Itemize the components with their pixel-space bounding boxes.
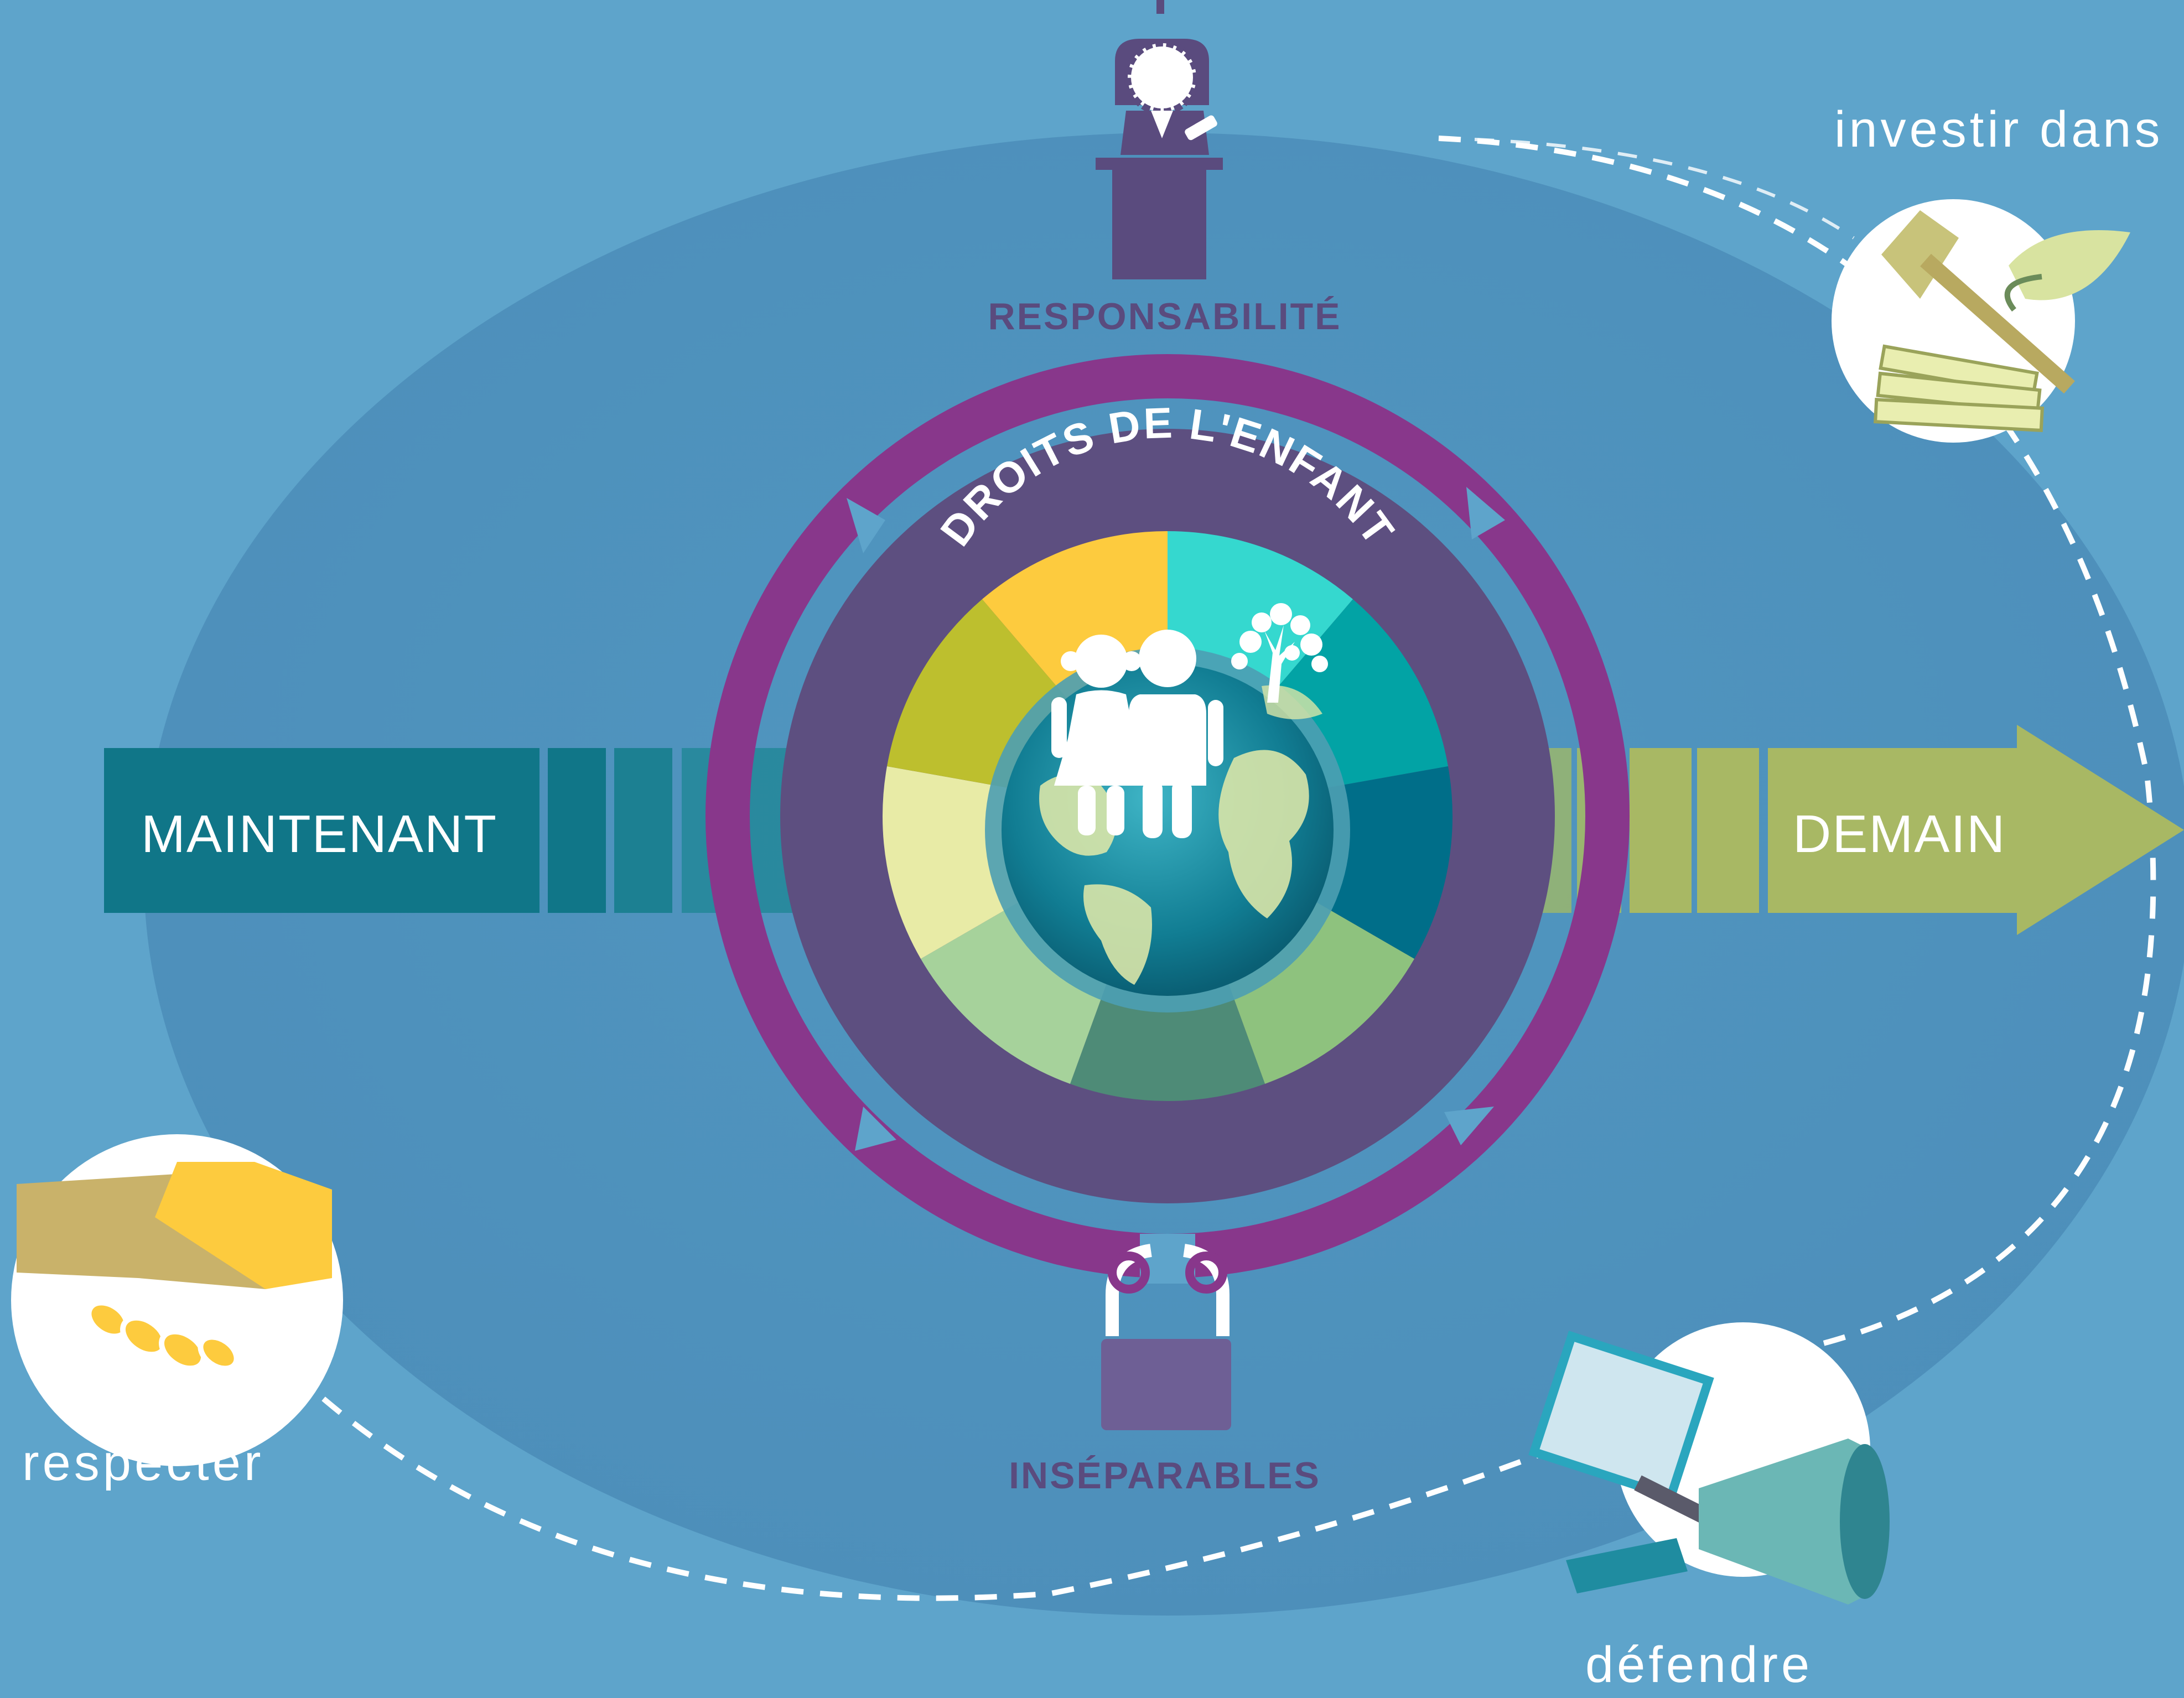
tree-icon — [1231, 603, 1328, 703]
inseparables-label: INSÉPARABLES — [1009, 1455, 1321, 1497]
padlock-icon — [1101, 1244, 1231, 1430]
responsabilite-label: RESPONSABILITÉ — [988, 295, 1342, 337]
judge-icon — [1096, 0, 1223, 279]
maintenant-arrow: MAINTENANT — [104, 748, 792, 913]
invest-label: investir dans — [1834, 101, 2163, 158]
orbit-dashed-path-top — [1438, 137, 1855, 240]
hammer-seedling-money-icon — [1832, 199, 2130, 443]
demain-label: DEMAIN — [1793, 804, 2006, 864]
handshake-icon — [11, 1134, 343, 1466]
megaphone-sign-icon — [1528, 1322, 1890, 1604]
defend-label: défendre — [1585, 1637, 1813, 1693]
maintenant-label: MAINTENANT — [141, 804, 497, 864]
children-icon — [1051, 630, 1223, 838]
respect-label: respecter — [22, 1435, 264, 1491]
orbit-dashed-path — [274, 136, 2156, 1601]
